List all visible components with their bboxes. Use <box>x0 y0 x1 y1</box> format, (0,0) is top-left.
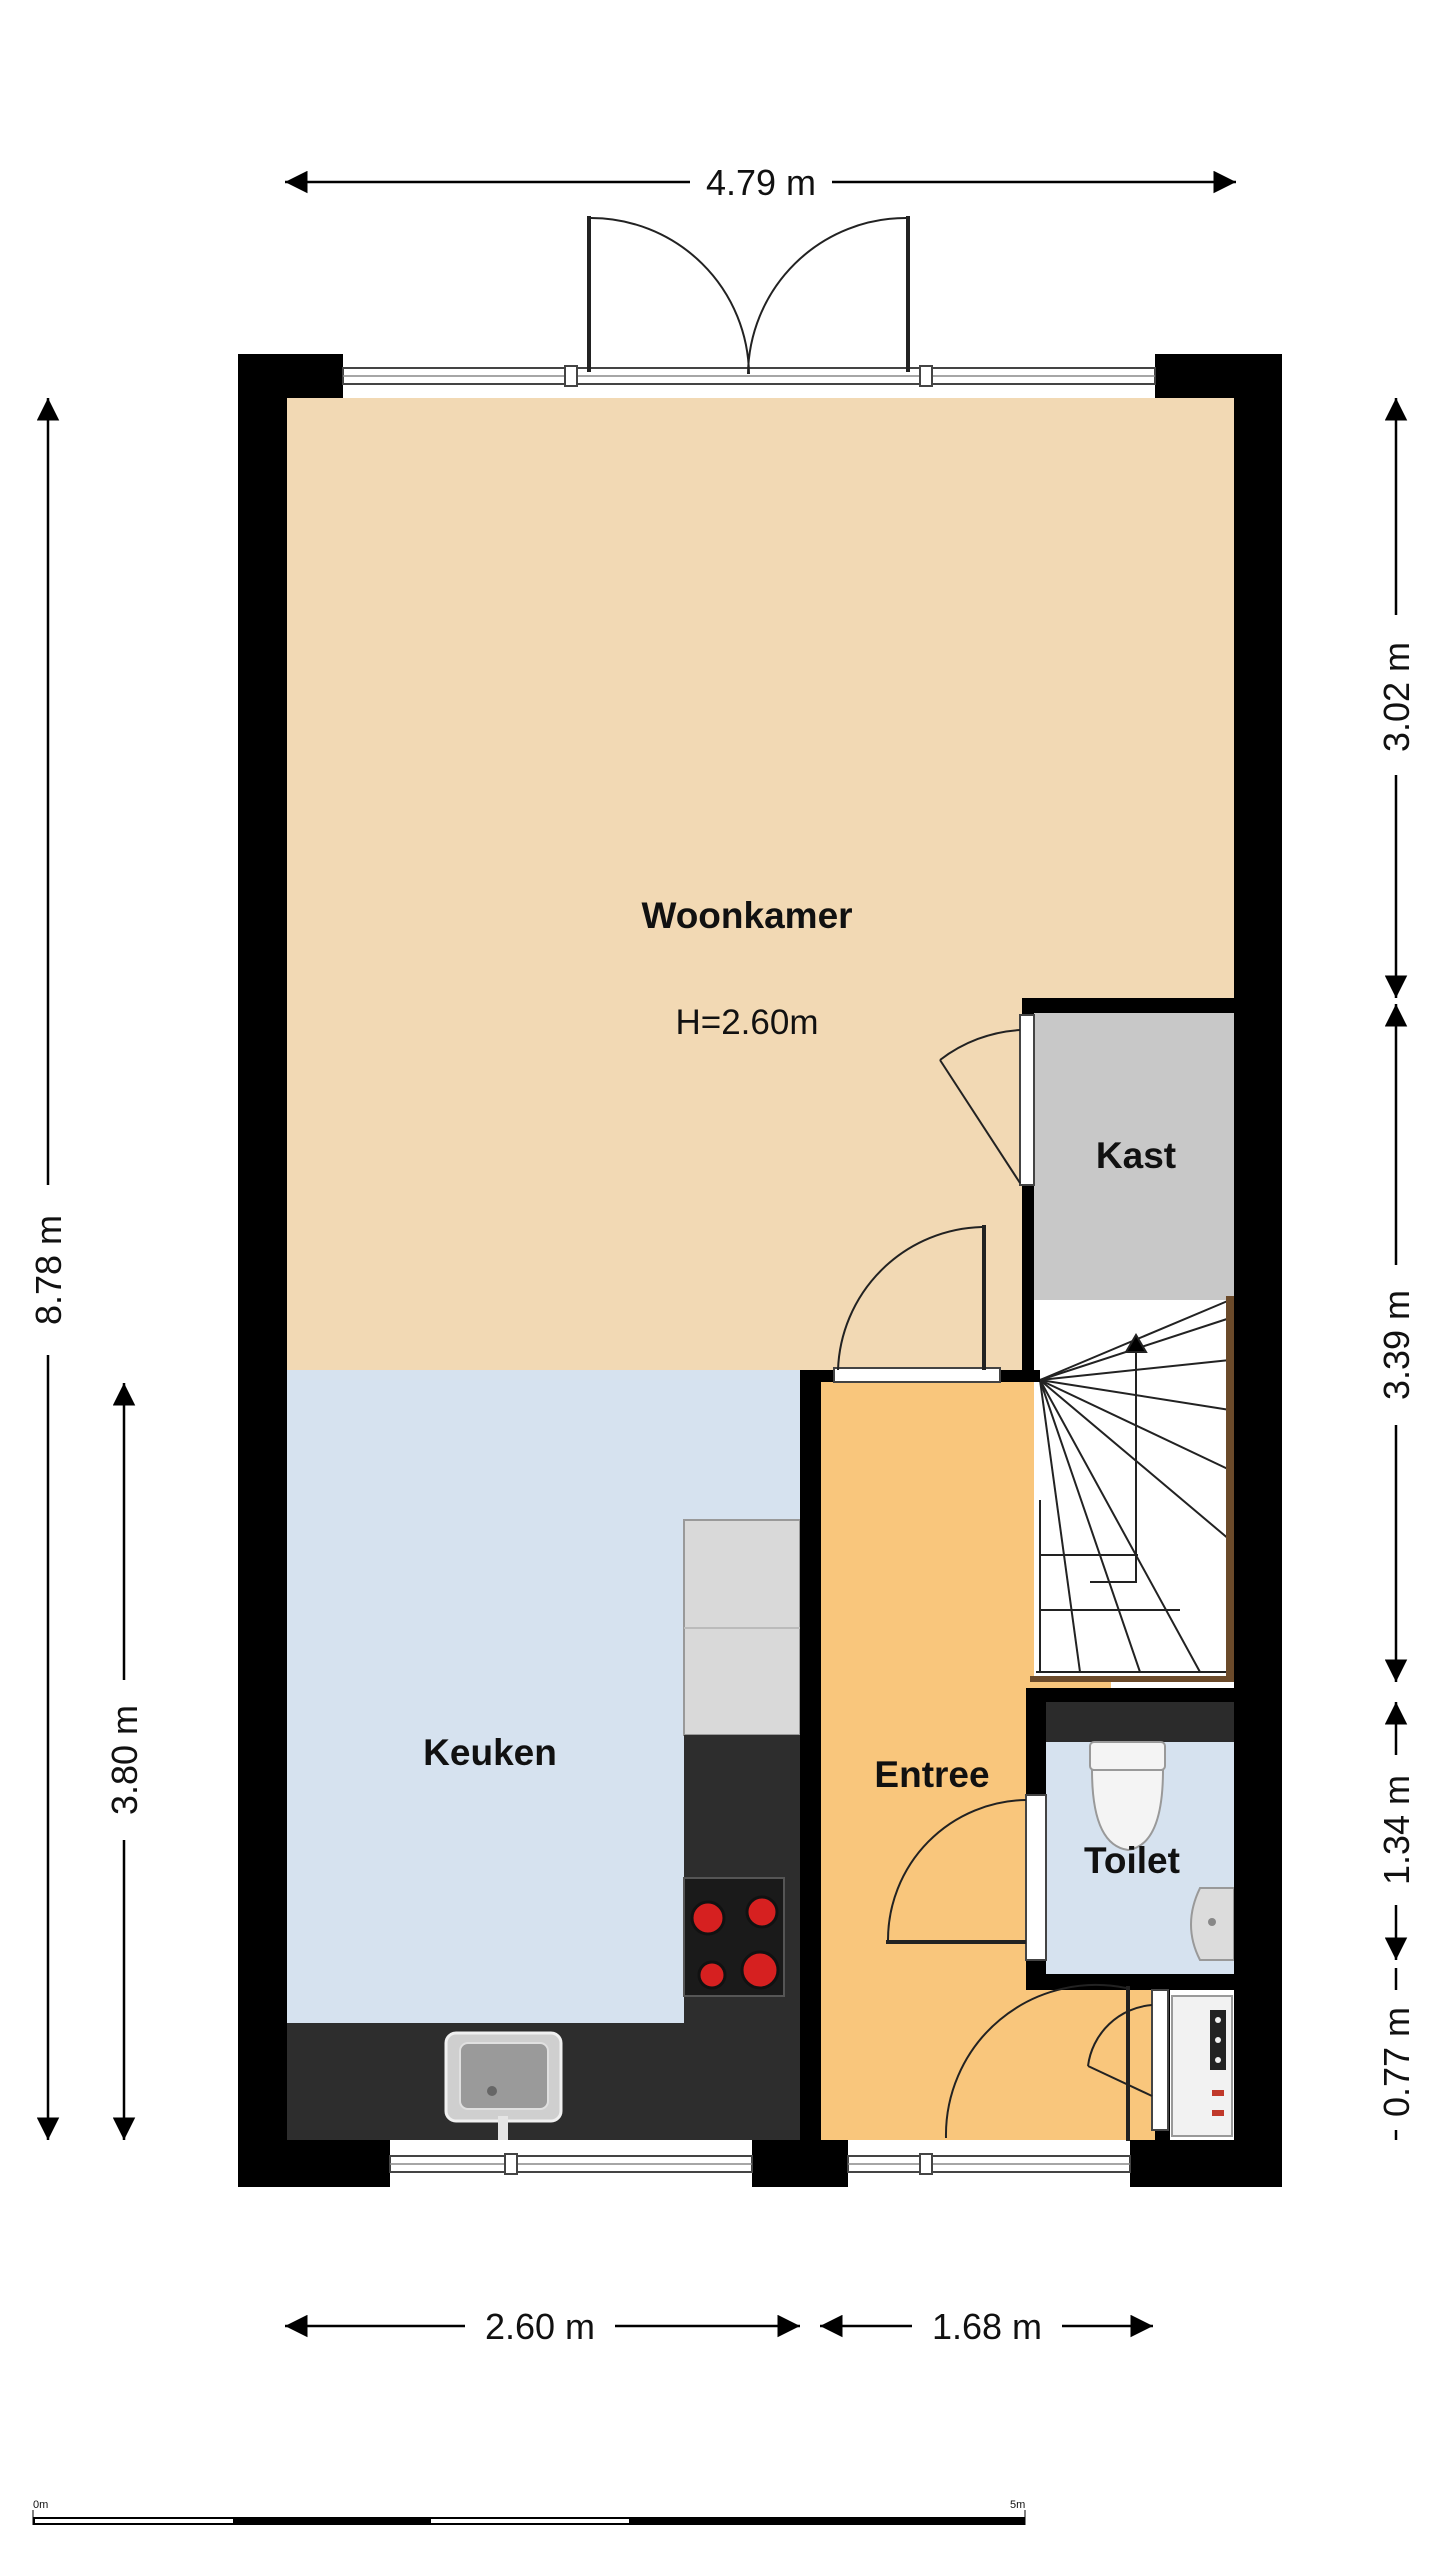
scale-bar-start-label: 0m <box>33 2499 48 2511</box>
front-door <box>944 1983 1130 2141</box>
cooktop <box>683 1877 785 1997</box>
kitchen-sink <box>444 2031 563 2140</box>
room-label-woonkamer: Woonkamer <box>641 895 852 936</box>
garden-double-door <box>587 216 910 375</box>
stair-stringer-bottom <box>1030 1676 1234 1682</box>
meter-panel <box>1210 2010 1226 2116</box>
dim-right-3: 1.34 m <box>1376 1775 1417 1885</box>
hand-basin <box>1190 1887 1235 1961</box>
dim-bottom-2: 1.68 m <box>932 2306 1042 2347</box>
kast-door <box>939 1014 1035 1186</box>
toilet-cistern <box>1046 1702 1234 1742</box>
room-label-keuken: Keuken <box>423 1732 557 1773</box>
dim-right-2: 3.39 m <box>1376 1290 1417 1400</box>
meter-cupboard-door <box>1087 1989 1169 2131</box>
stairs-floor <box>1034 1300 1234 1680</box>
entree-lower-floor <box>821 1990 1161 2140</box>
room-height-label: H=2.60m <box>676 1003 819 1042</box>
dim-left-total: 8.78 m <box>28 1215 69 1325</box>
woonkamer-entree-door <box>833 1225 1001 1383</box>
room-label-toilet: Toilet <box>1084 1840 1180 1881</box>
scale-bar <box>32 2510 1026 2525</box>
dim-right-1: 3.02 m <box>1376 642 1417 752</box>
scale-bar-end-label: 5m <box>1010 2499 1025 2511</box>
room-label-kast: Kast <box>1096 1135 1176 1176</box>
dim-top-width: 4.79 m <box>706 162 816 203</box>
dim-right-4: 0.77 m <box>1376 2007 1417 2117</box>
walls <box>238 354 1282 2187</box>
dim-left-kitchen: 3.80 m <box>104 1705 145 1815</box>
dim-bottom-1: 2.60 m <box>485 2306 595 2347</box>
stair-stringer <box>1226 1296 1234 1681</box>
windows <box>342 365 1156 2175</box>
toilet-door <box>886 1794 1047 1961</box>
toilet-bowl <box>1089 1741 1166 1852</box>
room-label-entree: Entree <box>874 1754 989 1795</box>
